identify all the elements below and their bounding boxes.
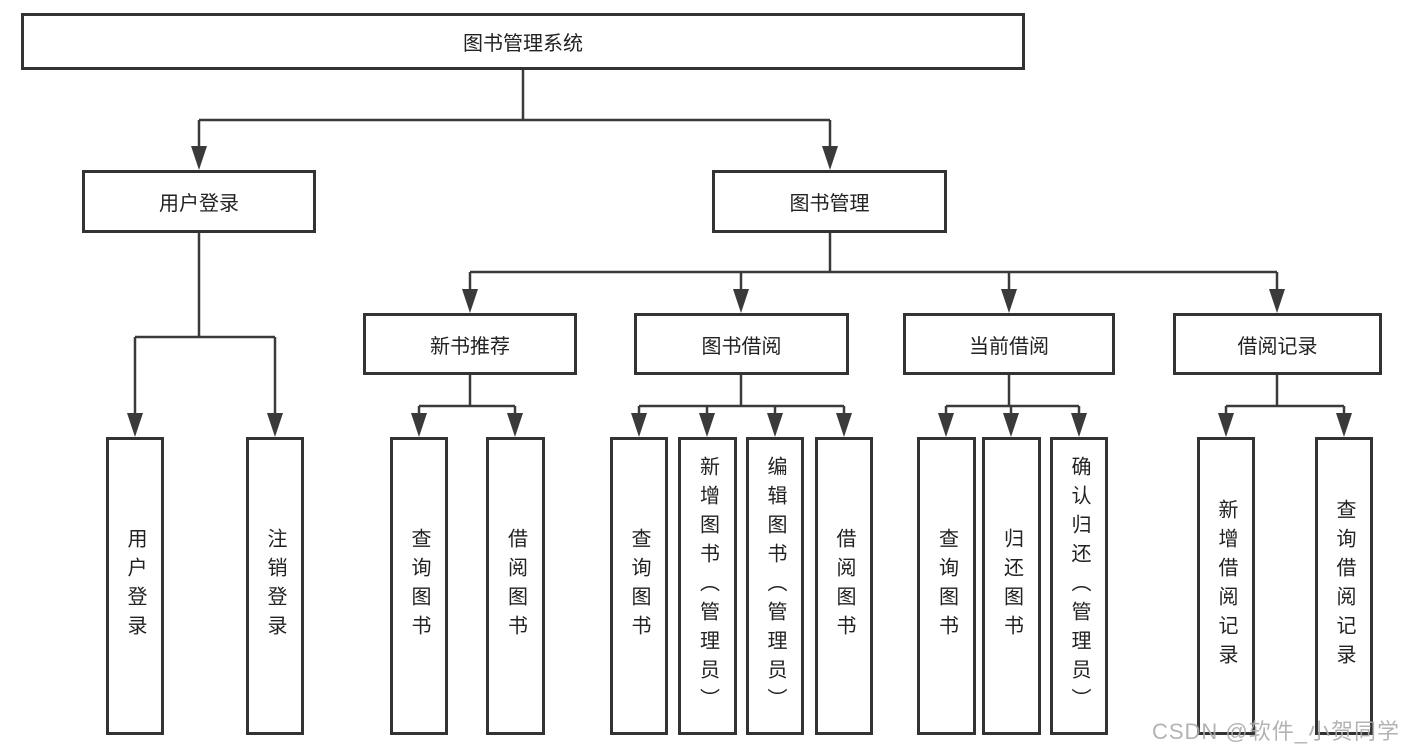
leaf-label: 借阅图书	[504, 528, 527, 644]
leaf-label: 查询图书	[408, 528, 430, 644]
leaf-return-book: 归还图书	[982, 437, 1041, 735]
leaf-label: 查询借阅记录	[1333, 499, 1355, 673]
leaf-confirm-return-admin: 确认归还（管理员）	[1050, 437, 1108, 735]
leaf-query-book-current: 查询图书	[917, 437, 976, 735]
leaf-add-borrow-record: 新增借阅记录	[1197, 437, 1255, 735]
leaf-label: 用户登录	[124, 528, 146, 644]
node-label: 图书管理系统	[463, 33, 583, 55]
node-label: 借阅记录	[1237, 335, 1318, 358]
node-book-management: 图书管理	[712, 170, 947, 233]
node-user-login: 用户登录	[82, 170, 316, 233]
node-borrow-records: 借阅记录	[1173, 313, 1382, 375]
leaf-label: 查询图书	[628, 528, 650, 644]
leaf-label: 归还图书	[1000, 528, 1023, 644]
node-book-borrowing: 图书借阅	[634, 313, 849, 375]
leaf-query-borrow-record: 查询借阅记录	[1315, 437, 1373, 735]
leaf-borrow-book: 借阅图书	[815, 437, 873, 735]
leaf-logout: 注销登录	[246, 437, 304, 735]
node-label: 用户登录	[159, 193, 239, 215]
leaf-label: 编辑图书（管理员）	[764, 455, 786, 717]
leaf-edit-book-admin: 编辑图书（管理员）	[746, 437, 804, 735]
csdn-watermark: CSDN @软件_小贺同学	[1151, 719, 1400, 744]
leaf-user-login: 用户登录	[106, 437, 164, 735]
leaf-borrow-book-recommend: 借阅图书	[486, 437, 545, 735]
node-label: 图书借阅	[701, 335, 782, 358]
leaf-query-book-borrow: 查询图书	[610, 437, 668, 735]
leaf-label: 借阅图书	[833, 528, 855, 644]
node-root-library-system: 图书管理系统	[21, 13, 1025, 70]
leaf-label: 确认归还（管理员）	[1068, 455, 1090, 717]
leaf-label: 新增借阅记录	[1215, 499, 1237, 673]
node-new-book-recommend: 新书推荐	[363, 313, 577, 375]
leaf-add-book-admin: 新增图书（管理员）	[678, 437, 737, 735]
node-label: 当前借阅	[969, 335, 1049, 358]
node-label: 图书管理	[789, 193, 870, 215]
node-current-borrowing: 当前借阅	[903, 313, 1115, 375]
leaf-query-book-recommend: 查询图书	[390, 437, 448, 735]
leaf-label: 新增图书（管理员）	[696, 455, 719, 717]
node-label: 新书推荐	[430, 335, 510, 358]
leaf-label: 注销登录	[264, 528, 286, 644]
leaf-label: 查询图书	[935, 528, 958, 644]
